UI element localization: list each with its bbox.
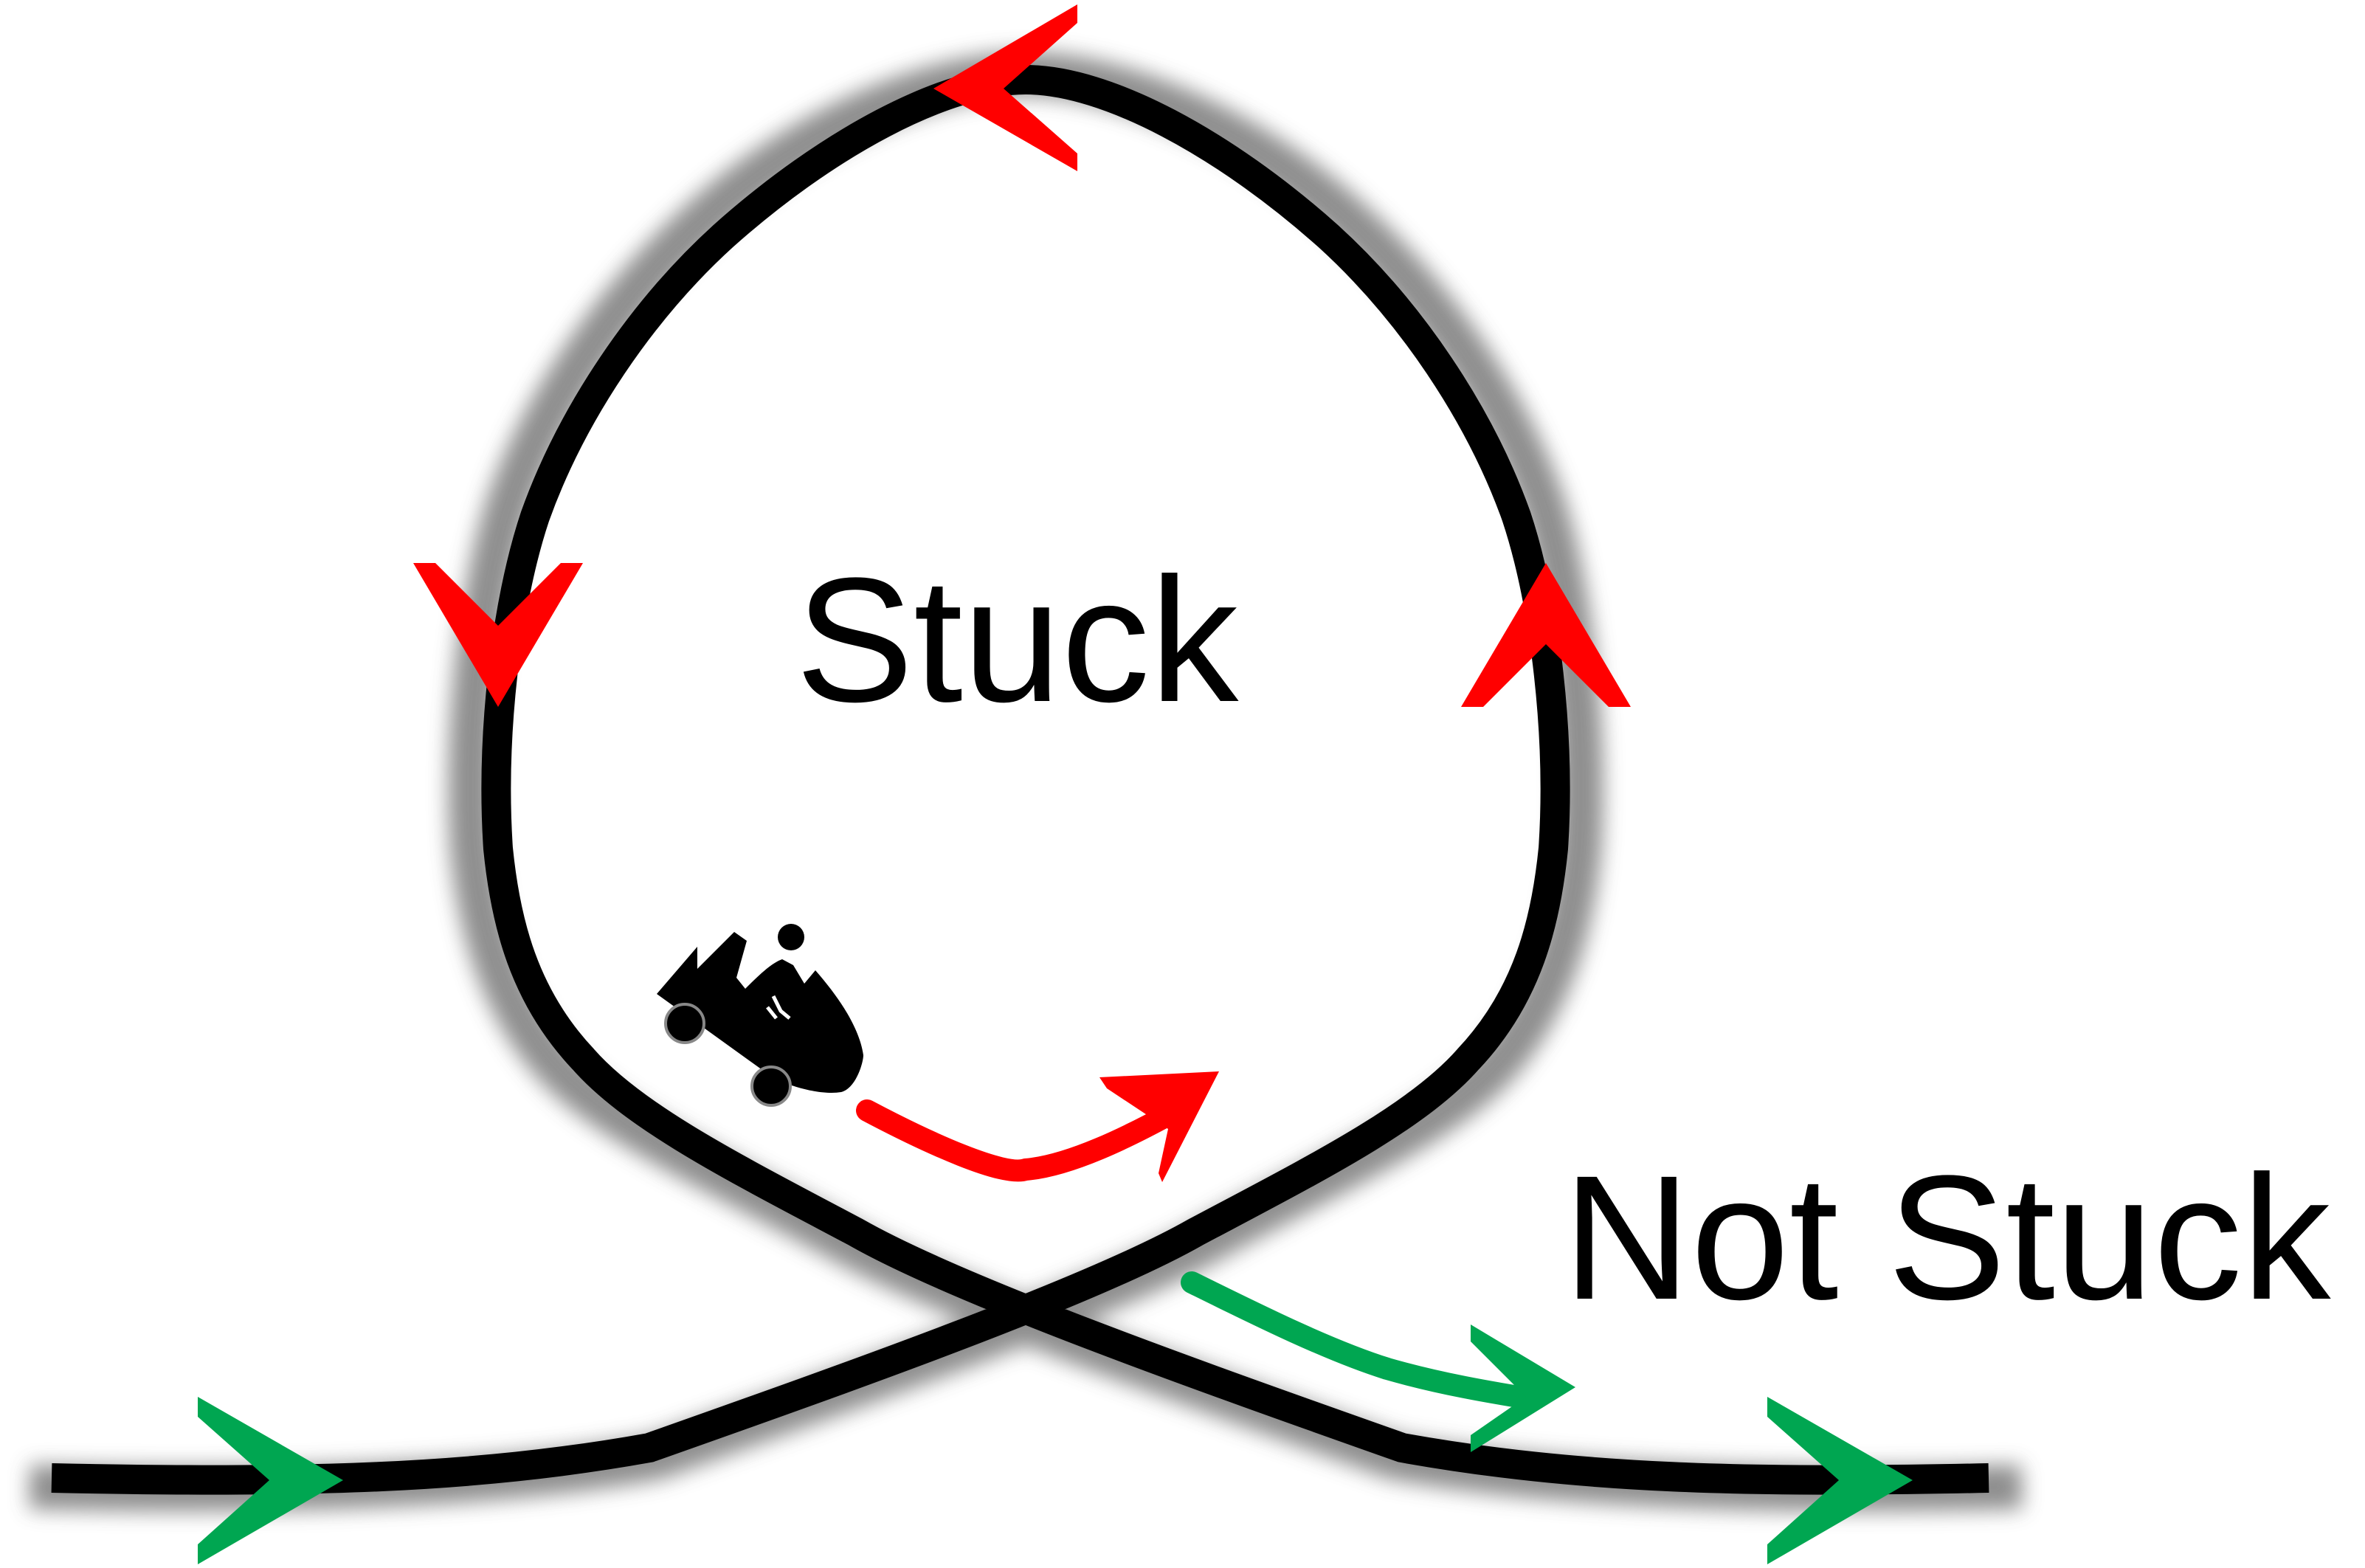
- track-path: [51, 65, 1989, 1495]
- arrow-down-icon: [413, 563, 583, 707]
- rider-head: [778, 924, 804, 950]
- loop-arrows: [413, 4, 1631, 1182]
- green-curved-arrow-head-icon: [1471, 1324, 1575, 1452]
- red-curved-arrow-head-icon: [1099, 1071, 1219, 1182]
- arrow-right-icon: [198, 1397, 343, 1564]
- track: [51, 65, 1989, 1495]
- stuck-label: Stuck: [795, 541, 1239, 739]
- green-curved-arrow-shaft: [1181, 1271, 1539, 1409]
- not-stuck-label: Not Stuck: [1563, 1139, 2331, 1336]
- arrow-left-icon: [933, 4, 1077, 171]
- car-wheel: [664, 1003, 705, 1044]
- arrow-up-icon: [1461, 563, 1631, 707]
- rider-arm: [771, 995, 791, 1020]
- car-wheel: [750, 1066, 792, 1107]
- car-body: [657, 932, 863, 1093]
- exit-arrows: [198, 1271, 1913, 1564]
- roller-coaster-car-icon: [657, 924, 863, 1107]
- arrow-right-icon: [1767, 1397, 1913, 1564]
- red-curved-arrow-shaft: [856, 1099, 1181, 1182]
- rider-arm: [766, 1006, 778, 1020]
